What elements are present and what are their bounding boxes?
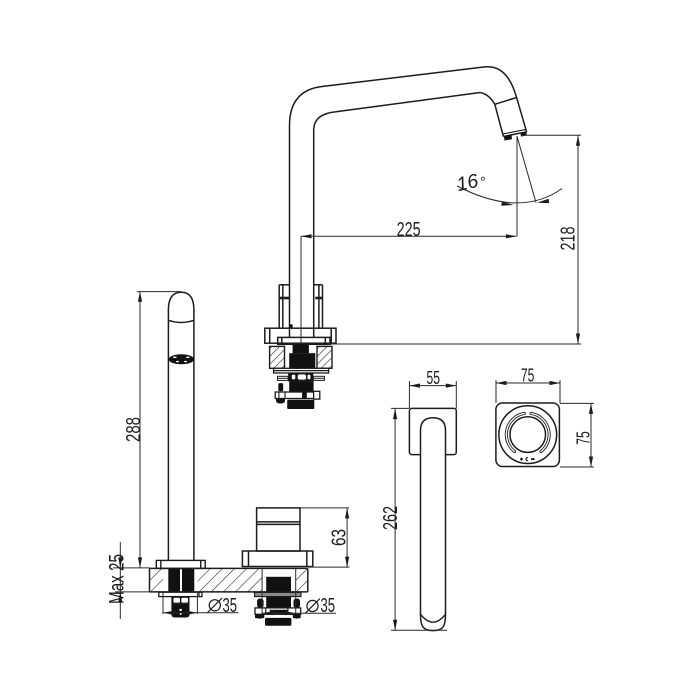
svg-text:288: 288 (123, 417, 145, 442)
svg-text:75: 75 (521, 366, 535, 386)
svg-text:75: 75 (574, 431, 594, 445)
svg-text:35: 35 (223, 595, 238, 617)
svg-text:55: 55 (426, 368, 440, 388)
svg-text:262: 262 (380, 506, 402, 530)
svg-text:225: 225 (397, 219, 421, 241)
svg-text:63: 63 (329, 529, 351, 546)
svg-text:218: 218 (558, 227, 580, 251)
svg-text:Max 25: Max 25 (105, 554, 129, 604)
svg-text:35: 35 (321, 595, 336, 617)
